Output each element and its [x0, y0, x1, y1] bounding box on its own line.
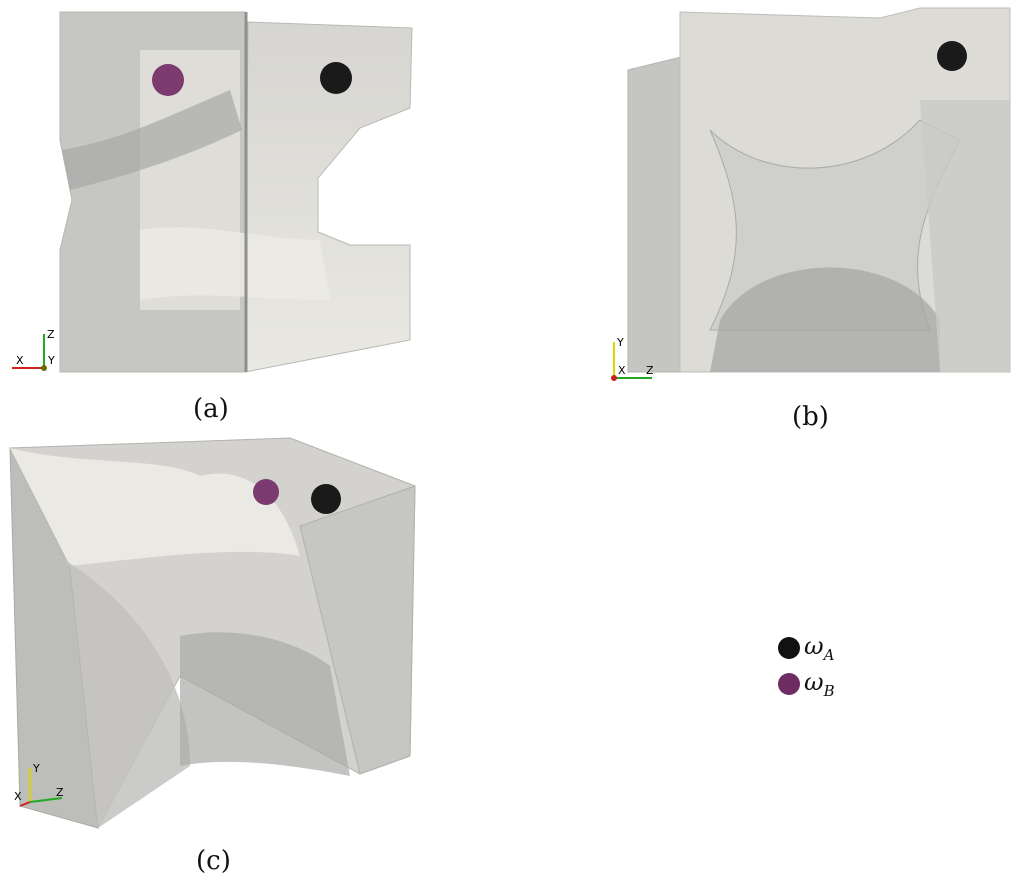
- axis-label-v: Y: [32, 762, 40, 775]
- omega-b-marker: [253, 479, 279, 505]
- caption-c: (c): [196, 846, 231, 876]
- axis-label-depth: Y: [47, 354, 55, 367]
- omega-a-swatch: [778, 637, 800, 659]
- mesh-top-surface: [10, 448, 300, 566]
- axis-label-depth: X: [14, 790, 22, 803]
- legend-label: ωB: [804, 668, 835, 700]
- mesh-right-face: [920, 100, 1010, 372]
- omega-b-marker: [152, 64, 184, 96]
- axes-triad-b: Y Z X: [611, 336, 654, 381]
- axes-triad-c: Y Z X: [14, 762, 64, 807]
- mesh-right-face: [299, 485, 416, 775]
- omega-b-swatch: [778, 673, 800, 695]
- panel-b-render: Y Z X: [611, 7, 1011, 381]
- mesh-arch: [40, 546, 190, 828]
- axis-label-h: Z: [646, 364, 654, 377]
- omega-a-marker: [937, 41, 967, 71]
- panel-c-render: Y Z X: [9, 437, 416, 830]
- mesh-band: [62, 90, 242, 190]
- legend-item-omega-b: ωB: [778, 666, 835, 702]
- mesh-saddle-lower: [710, 267, 940, 372]
- omega-a-marker: [320, 62, 352, 94]
- axis-label-v: Z: [47, 328, 55, 341]
- omega-a-marker: [311, 484, 341, 514]
- axes-triad-a: Z X Y: [12, 328, 55, 371]
- axis-label-h: Z: [56, 786, 64, 799]
- mesh-saddle: [709, 119, 961, 331]
- panel-a-render: Z X Y: [12, 11, 413, 373]
- mesh-band-lower: [140, 227, 330, 300]
- mesh-cavity: [180, 632, 350, 776]
- axis-label-h: X: [16, 354, 24, 367]
- caption-a: (a): [193, 394, 229, 424]
- legend-label: ωA: [804, 632, 835, 664]
- axis-label-depth: X: [618, 364, 626, 377]
- axis-label-v: Y: [616, 336, 624, 349]
- legend-item-omega-a: ωA: [778, 630, 835, 666]
- caption-b: (b): [792, 402, 829, 432]
- legend: ωA ωB: [778, 630, 835, 702]
